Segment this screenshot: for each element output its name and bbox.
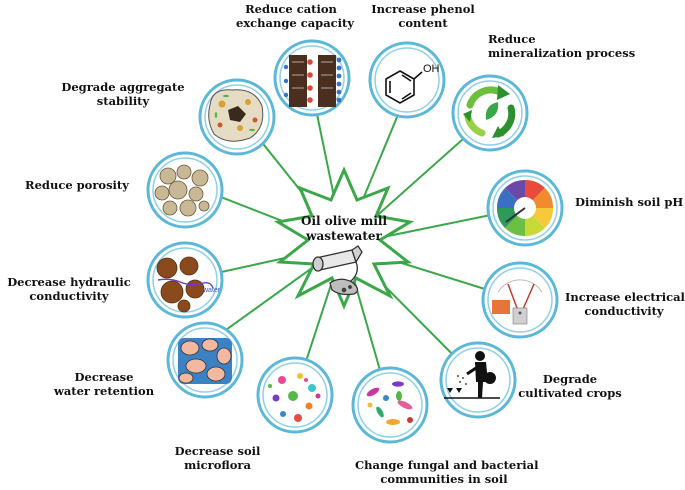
porosity-circle [146, 151, 224, 229]
microorganisms-icon [268, 373, 321, 422]
farmer-sowing-icon [444, 351, 500, 399]
center-title-line1: Oil olive mill [300, 214, 388, 228]
soil-water-icon [178, 338, 232, 384]
label-ph: Diminish soil pH [575, 195, 684, 209]
crops-circle [439, 341, 517, 419]
conductivity-meter-icon [492, 279, 543, 325]
label-crops: Degrade cultivated crops [518, 372, 622, 400]
water-label: water [202, 287, 221, 294]
soil-colloid-icon [283, 55, 342, 107]
aggregate-circle [198, 78, 276, 156]
water-path-icon [157, 278, 214, 289]
label-microflora: Decrease soil microflora [174, 444, 261, 472]
center-title: Oil olive mill wastewater [282, 214, 406, 244]
aggregate-structure-icon [208, 89, 264, 142]
microflora-circle [256, 356, 334, 434]
label-fungal: Change fungal and bacterial communities … [355, 458, 539, 486]
retention-circle [166, 321, 244, 399]
mineralization-circle [451, 74, 529, 152]
phenol-oh-label: OH [423, 63, 440, 75]
ph-wheel-icon [496, 179, 554, 237]
microbes-icon [366, 381, 413, 425]
label-aggregate: Degrade aggregate stability [61, 80, 185, 108]
phenol-molecule-icon [385, 70, 423, 104]
leaf-icon [485, 102, 499, 120]
wastewater-pipe-icon [312, 245, 363, 296]
fungal-circle [351, 366, 429, 444]
cec-circle [273, 39, 351, 117]
center-title-line2: wastewater [306, 229, 382, 243]
phenol-circle: OH [368, 41, 446, 119]
label-retention: Decrease water retention [53, 370, 155, 398]
soil-aggregate-icon [154, 164, 210, 217]
label-phenol: Increase phenol content [371, 2, 475, 30]
ph-circle [486, 169, 564, 247]
hydraulic-circle: water [146, 241, 224, 319]
center-star [273, 166, 415, 310]
label-hydraulic: Decrease hydraulic conductivity [7, 275, 131, 303]
ec-circle [481, 261, 559, 339]
label-mineralization: Reduce mineralization process [488, 32, 636, 60]
label-porosity: Reduce porosity [25, 178, 129, 192]
label-cec: Reduce cation exchange capacity [236, 2, 355, 30]
label-ec: Increase electrical conductivity [565, 290, 685, 318]
